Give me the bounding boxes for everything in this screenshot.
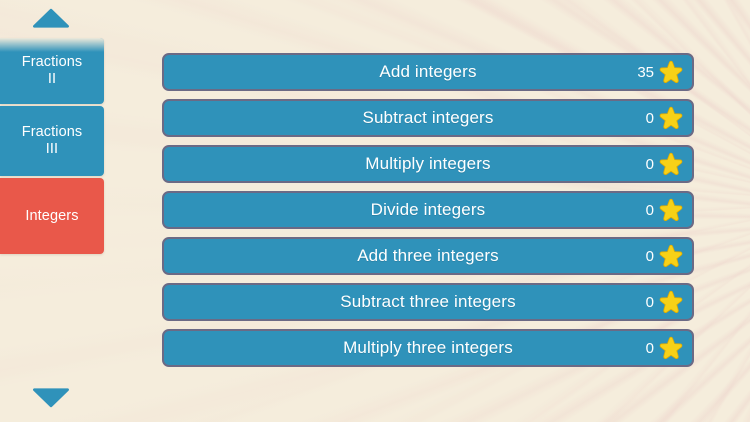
sidebar-item-fractions-iii[interactable]: Fractions III <box>0 106 104 176</box>
lesson-row[interactable]: Divide integers 0 <box>162 191 694 229</box>
lesson-list: Add integers 35 Subtract integers 0 Mult… <box>162 53 694 367</box>
lesson-row[interactable]: Subtract integers 0 <box>162 99 694 137</box>
lesson-title: Subtract three integers <box>340 292 516 311</box>
lesson-score: 0 <box>645 339 654 357</box>
lesson-score-group: 0 <box>640 101 684 135</box>
lesson-score-group: 0 <box>640 193 684 227</box>
lesson-title: Multiply integers <box>365 154 491 173</box>
lesson-score: 0 <box>645 247 654 265</box>
lesson-title: Add three integers <box>357 246 499 265</box>
lesson-row[interactable]: Multiply three integers 0 <box>162 329 694 367</box>
lesson-score-group: 0 <box>640 285 684 319</box>
lesson-score: 0 <box>645 109 654 127</box>
lesson-score-group: 35 <box>637 55 684 89</box>
star-icon <box>659 106 683 129</box>
lesson-score: 0 <box>645 293 654 311</box>
lesson-score-group: 0 <box>640 239 684 273</box>
scroll-up-button[interactable] <box>28 6 74 30</box>
lesson-score-group: 0 <box>640 331 684 365</box>
lesson-score: 0 <box>645 155 654 173</box>
scroll-down-button[interactable] <box>28 386 74 410</box>
lesson-row[interactable]: Add integers 35 <box>162 53 694 91</box>
sidebar-item-fractions-ii[interactable]: Fractions II <box>0 38 104 104</box>
lesson-title: Multiply three integers <box>343 338 513 357</box>
lesson-row[interactable]: Multiply integers 0 <box>162 145 694 183</box>
lesson-title: Subtract integers <box>362 108 494 127</box>
star-icon <box>659 244 683 267</box>
triangle-up-icon <box>33 8 69 28</box>
lesson-score: 35 <box>637 63 654 81</box>
lesson-score-group: 0 <box>640 147 684 181</box>
lesson-row[interactable]: Subtract three integers 0 <box>162 283 694 321</box>
star-icon <box>659 290 683 313</box>
category-sidebar: Fractions II Fractions III Integers <box>0 0 112 422</box>
lesson-title: Add integers <box>379 62 477 81</box>
star-icon <box>659 152 683 175</box>
sidebar-item-label: Fractions II <box>21 54 83 87</box>
sidebar-item-label: Integers <box>25 207 79 224</box>
lesson-title: Divide integers <box>370 200 486 219</box>
star-icon <box>659 336 683 359</box>
lesson-score: 0 <box>645 201 654 219</box>
star-icon <box>659 198 683 221</box>
lesson-row[interactable]: Add three integers 0 <box>162 237 694 275</box>
sidebar-item-label: Fractions III <box>21 124 83 157</box>
triangle-down-icon <box>33 388 69 408</box>
star-icon <box>659 60 683 83</box>
sidebar-item-integers[interactable]: Integers <box>0 178 104 254</box>
